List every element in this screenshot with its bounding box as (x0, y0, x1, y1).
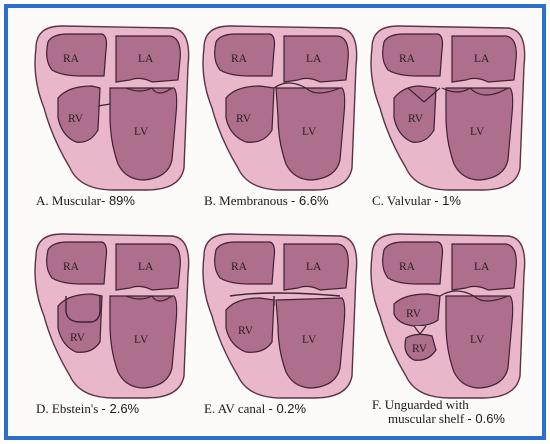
caption-e-percent: - 0.2% (268, 401, 307, 416)
heart-diagram-d: RA LA RV LV (34, 233, 190, 399)
lv-chamber (445, 87, 514, 181)
label-lv: LV (302, 126, 317, 138)
rv-upper-chamber (393, 293, 441, 327)
caption-c-percent: - 1% (434, 193, 461, 208)
ra-chamber (214, 241, 276, 285)
panel-c-valvular: RA LA RV LV C. Valvular - 1% (358, 18, 528, 223)
label-la: LA (474, 261, 490, 273)
caption-a: A. Muscular- 89% (36, 194, 135, 208)
la-chamber (283, 35, 349, 83)
heart-diagram-b: RA LA RV LV (202, 25, 358, 191)
heart-diagram-c: RA LA RV LV (370, 25, 526, 191)
caption-b: B. Membranous - 6.6% (204, 194, 329, 208)
caption-d-title: D. Ebstein's (36, 401, 99, 416)
label-la: LA (138, 261, 154, 273)
label-rv-lower: RV (412, 343, 428, 355)
caption-f-line2: muscular shelf (388, 411, 465, 426)
caption-c: C. Valvular - 1% (372, 194, 461, 208)
label-la: LA (138, 53, 154, 65)
valve-leaflets (407, 87, 509, 103)
ra-chamber (382, 33, 444, 77)
label-ra: RA (231, 53, 248, 65)
caption-a-percent: - 89% (101, 193, 135, 208)
rv-chamber (225, 85, 275, 143)
caption-a-title: A. Muscular (36, 193, 101, 208)
caption-d-percent: - 2.6% (101, 401, 140, 416)
label-lv: LV (134, 334, 149, 346)
label-lv: LV (470, 126, 485, 138)
label-lv: LV (134, 126, 149, 138)
la-chamber (283, 243, 349, 291)
label-lv: LV (470, 334, 485, 346)
heart-diagram-f: RA LA RV RV LV (370, 233, 526, 399)
label-la: LA (306, 53, 322, 65)
label-rv: RV (70, 332, 86, 344)
la-chamber (451, 243, 517, 291)
label-ra: RA (63, 53, 80, 65)
la-chamber (451, 35, 517, 83)
panel-a-muscular: RA LA RV LV A. Muscular- 89% (22, 18, 192, 223)
panel-d-ebsteins: RA LA RV LV D. Ebstein's - 2.6% (22, 226, 192, 431)
caption-f-line2-wrap: muscular shelf - 0.6% (372, 412, 505, 426)
lv-chamber (275, 297, 346, 389)
caption-b-title: B. Membranous (204, 193, 288, 208)
label-rv: RV (408, 113, 424, 125)
lv-chamber (275, 87, 346, 181)
caption-e: E. AV canal - 0.2% (204, 402, 306, 416)
ra-chamber (382, 241, 444, 285)
la-chamber (115, 243, 181, 291)
caption-b-percent: - 6.6% (291, 193, 329, 208)
label-ra: RA (399, 261, 416, 273)
rv-chamber (57, 85, 101, 143)
figure-frame: RA LA RV LV A. Muscular- 89% RA LA RV LV… (4, 4, 546, 440)
rv-chamber (225, 297, 275, 353)
displaced-tricuspid (65, 296, 101, 323)
label-la: LA (306, 261, 322, 273)
rv-chamber (57, 293, 103, 353)
caption-e-title: E. AV canal (204, 401, 266, 416)
ventricular-septum-defect (97, 103, 111, 107)
lv-chamber (109, 87, 178, 181)
heart-diagram-e: RA LA RV LV (202, 233, 358, 399)
lv-chamber (445, 295, 514, 389)
panel-e-av-canal: RA LA RV LV E. AV canal - 0.2% (190, 226, 360, 431)
caption-c-title: C. Valvular (372, 193, 431, 208)
label-rv-upper: RV (406, 308, 422, 320)
rv-lower-chamber (404, 333, 437, 361)
heart-diagram-a: RA LA RV LV (34, 25, 190, 191)
label-la: LA (474, 53, 490, 65)
caption-f-percent: - 0.6% (467, 411, 505, 426)
ra-chamber (214, 33, 276, 77)
label-lv: LV (302, 334, 317, 346)
caption-f: F. Unguarded with muscular shelf - 0.6% (372, 398, 505, 426)
label-ra: RA (399, 53, 416, 65)
panel-b-membranous: RA LA RV LV B. Membranous - 6.6% (190, 18, 360, 223)
common-av-valve (229, 292, 341, 306)
label-rv: RV (238, 325, 254, 337)
caption-f-line1: F. Unguarded with (372, 397, 469, 412)
la-chamber (115, 35, 181, 83)
label-rv: RV (68, 113, 84, 125)
caption-d: D. Ebstein's - 2.6% (36, 402, 139, 416)
label-rv: RV (236, 113, 252, 125)
lv-chamber (109, 295, 178, 389)
panel-f-unguarded: RA LA RV RV LV F. Unguarded with muscula… (358, 226, 528, 431)
label-ra: RA (63, 261, 80, 273)
ra-chamber (46, 241, 108, 285)
ra-chamber (46, 33, 108, 77)
label-ra: RA (231, 261, 248, 273)
